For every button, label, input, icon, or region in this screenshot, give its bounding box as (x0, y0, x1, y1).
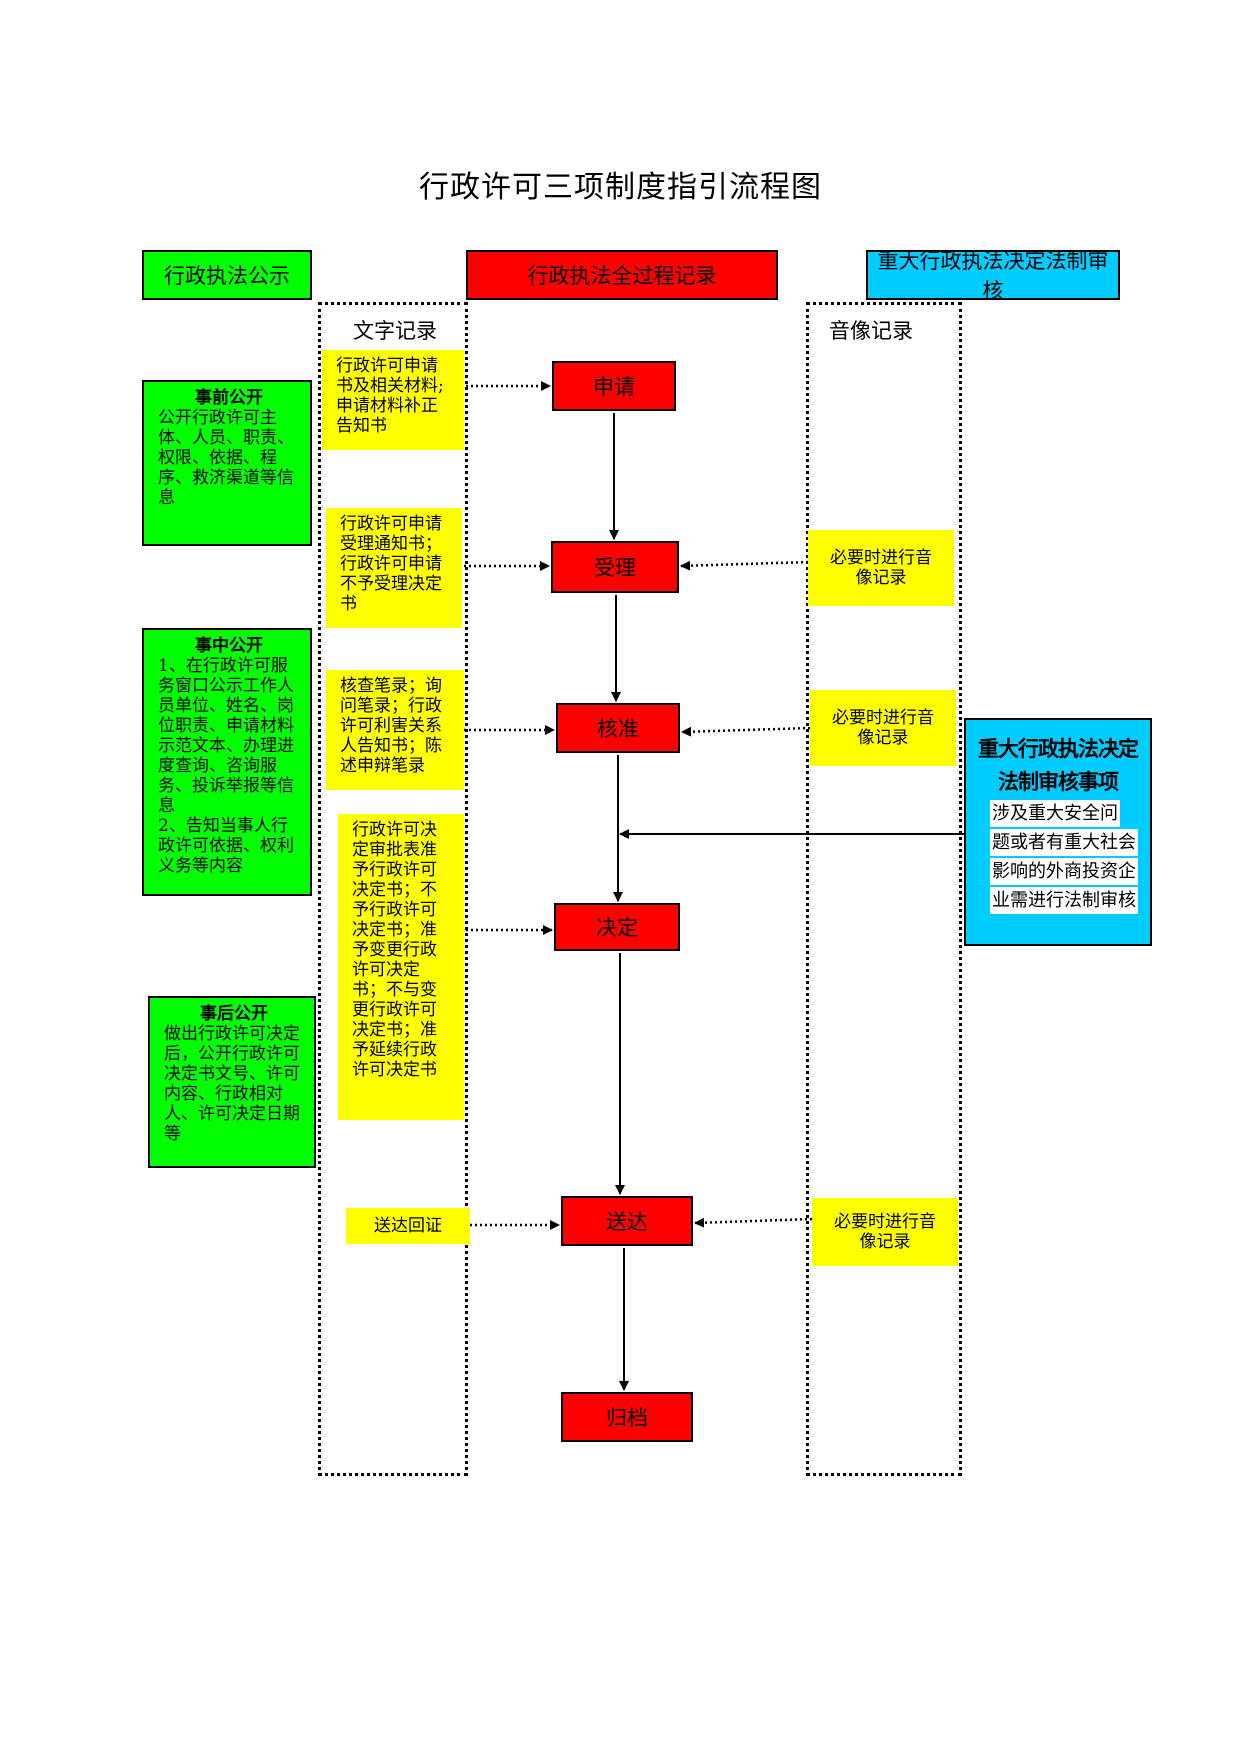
legal-review-title: 重大行政执法决定法制审核事项 (978, 736, 1139, 794)
disclosure-box-during: 事中公开 1、在行政许可服务窗口公示工作人员单位、姓名、岗位职责、申请材料示范文… (142, 628, 312, 896)
legal-review-line: 题或者有重大社会 (990, 829, 1138, 856)
legal-review-line: 影响的外商投资企 (990, 858, 1138, 885)
header-process-record: 行政执法全过程记录 (466, 250, 778, 300)
step-application: 申请 (552, 361, 676, 411)
disclosure-body: 1、在行政许可服务窗口公示工作人员单位、姓名、岗位职责、申请材料示范文本、办理进… (158, 656, 294, 876)
disclosure-body: 公开行政许可主体、人员、职责、权限、依据、程序、救济渠道等信息 (158, 408, 294, 508)
step-delivery: 送达 (561, 1196, 693, 1246)
arrow-av-verification (681, 726, 811, 737)
av-record-delivery: 必要时进行音像记录 (812, 1198, 958, 1266)
text-record-decision: 行政许可决定审批表准予行政许可决定书；不予行政许可决定书；准予变更行政许可决定书… (338, 814, 464, 1120)
av-record-acceptance: 必要时进行音像记录 (808, 530, 954, 606)
disclosure-box-after: 事后公开 做出行政许可决定后，公开行政许可决定书文号、许可内容、行政相对人、许可… (148, 996, 316, 1168)
step-verification: 核准 (556, 703, 680, 753)
text-record-label: 文字记录 (353, 319, 437, 343)
av-record-column (806, 302, 962, 1476)
disclosure-title: 事前公开 (195, 388, 263, 408)
arrow-av-acceptance (680, 560, 809, 571)
page-title: 行政许可三项制度指引流程图 (419, 170, 822, 205)
text-record-column (318, 302, 468, 1476)
header-legal-review: 重大行政执法决定法制审核 (866, 249, 1120, 303)
legal-review-box: 重大行政执法决定法制审核事项 涉及重大安全问 题或者有重大社会 影响的外商投资企… (964, 718, 1152, 946)
text-record-delivery: 送达回证 (346, 1208, 470, 1244)
av-record-verification: 必要时进行音像记录 (810, 690, 956, 766)
disclosure-body: 做出行政许可决定后，公开行政许可决定书文号、许可内容、行政相对人、许可决定日期等 (164, 1024, 300, 1144)
header-disclosure: 行政执法公示 (142, 250, 312, 300)
disclosure-title: 事中公开 (195, 636, 263, 656)
text-record-verification: 核查笔录；询问笔录；行政许可利害关系人告知书；陈述申辩笔录 (326, 670, 464, 790)
step-archive: 归档 (561, 1392, 693, 1442)
disclosure-box-before: 事前公开 公开行政许可主体、人员、职责、权限、依据、程序、救济渠道等信息 (142, 380, 312, 546)
text-record-application: 行政许可申请书及相关材料;申请材料补正告知书 (322, 350, 464, 450)
av-record-label: 音像记录 (829, 319, 913, 343)
legal-review-line: 涉及重大安全问 (990, 800, 1120, 827)
step-decision: 决定 (554, 903, 680, 951)
disclosure-title: 事后公开 (200, 1004, 268, 1024)
legal-review-line: 业需进行法制审核 (990, 887, 1138, 914)
arrow-av-delivery (694, 1217, 813, 1228)
step-acceptance: 受理 (551, 541, 679, 593)
text-record-acceptance: 行政许可申请受理通知书；行政许可申请不予受理决定书 (326, 508, 462, 628)
